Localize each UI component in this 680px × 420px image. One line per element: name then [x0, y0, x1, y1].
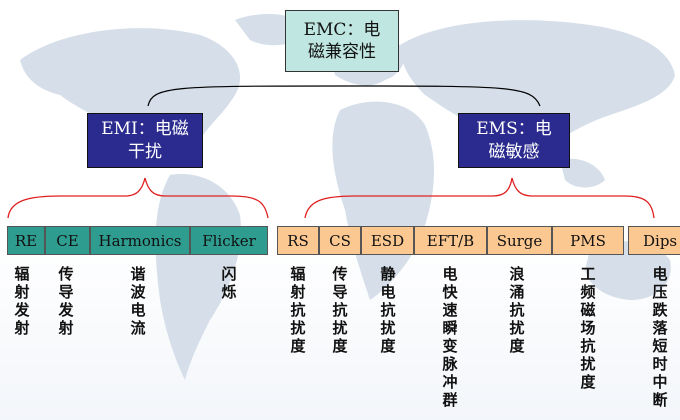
emi-node: EMI：电磁干扰: [87, 113, 203, 168]
ems-desc-surge: 浪涌抗扰度: [509, 265, 525, 355]
ems-desc-pms: 工频磁场抗扰度: [580, 265, 596, 391]
emi-item-harmonics: Harmonics: [90, 226, 190, 255]
ems-item-cs: CS: [319, 226, 361, 255]
ems-item-eft: EFT/B: [414, 226, 487, 255]
emc-root-label: EMC：电磁兼容性: [303, 19, 381, 62]
ems-item-dips: Dips: [628, 226, 680, 255]
emi-desc-re: 辐射发射: [14, 265, 30, 337]
ems-node: EMS：电磁敏感: [458, 113, 570, 168]
ems-desc-cs: 传导抗扰度: [332, 265, 348, 355]
ems-item-abbr: CS: [329, 231, 351, 250]
emi-item-abbr: Harmonics: [98, 231, 182, 250]
emi-item-ce: CE: [45, 226, 90, 255]
ems-item-rs: RS: [277, 226, 319, 255]
ems-item-esd: ESD: [361, 226, 414, 255]
ems-item-abbr: Surge: [496, 231, 543, 250]
ems-item-abbr: PMS: [570, 231, 606, 250]
ems-desc-rs: 辐射抗扰度: [290, 265, 306, 355]
ems-desc-dips: 电压跌落短时中断: [652, 265, 668, 409]
ems-item-abbr: ESD: [370, 231, 405, 250]
ems-item-abbr: RS: [287, 231, 309, 250]
emi-item-abbr: RE: [14, 231, 38, 250]
root-connector-curve: [147, 85, 541, 107]
ems-desc-esd: 静电抗扰度: [380, 265, 396, 355]
ems-brace: [304, 177, 655, 219]
emi-brace: [7, 177, 269, 219]
ems-item-abbr: Dips: [643, 231, 678, 250]
emi-desc-flicker: 闪烁: [221, 265, 237, 301]
emi-item-re: RE: [7, 226, 45, 255]
emi-desc-ce: 传导发射: [58, 265, 74, 337]
ems-item-abbr: EFT/B: [426, 231, 475, 250]
emi-desc-harmonics: 谐波电流: [130, 265, 146, 337]
emi-label: EMI：电磁干扰: [101, 119, 189, 162]
ems-item-surge: Surge: [487, 226, 552, 255]
ems-item-pms: PMS: [552, 226, 624, 255]
emc-root-node: EMC：电磁兼容性: [285, 10, 399, 72]
ems-desc-eft: 电快速瞬变脉冲群: [442, 265, 458, 409]
ems-label: EMS：电磁敏感: [476, 119, 552, 162]
emi-item-abbr: CE: [56, 231, 79, 250]
emi-item-flicker: Flicker: [190, 226, 268, 255]
emi-item-abbr: Flicker: [202, 231, 256, 250]
